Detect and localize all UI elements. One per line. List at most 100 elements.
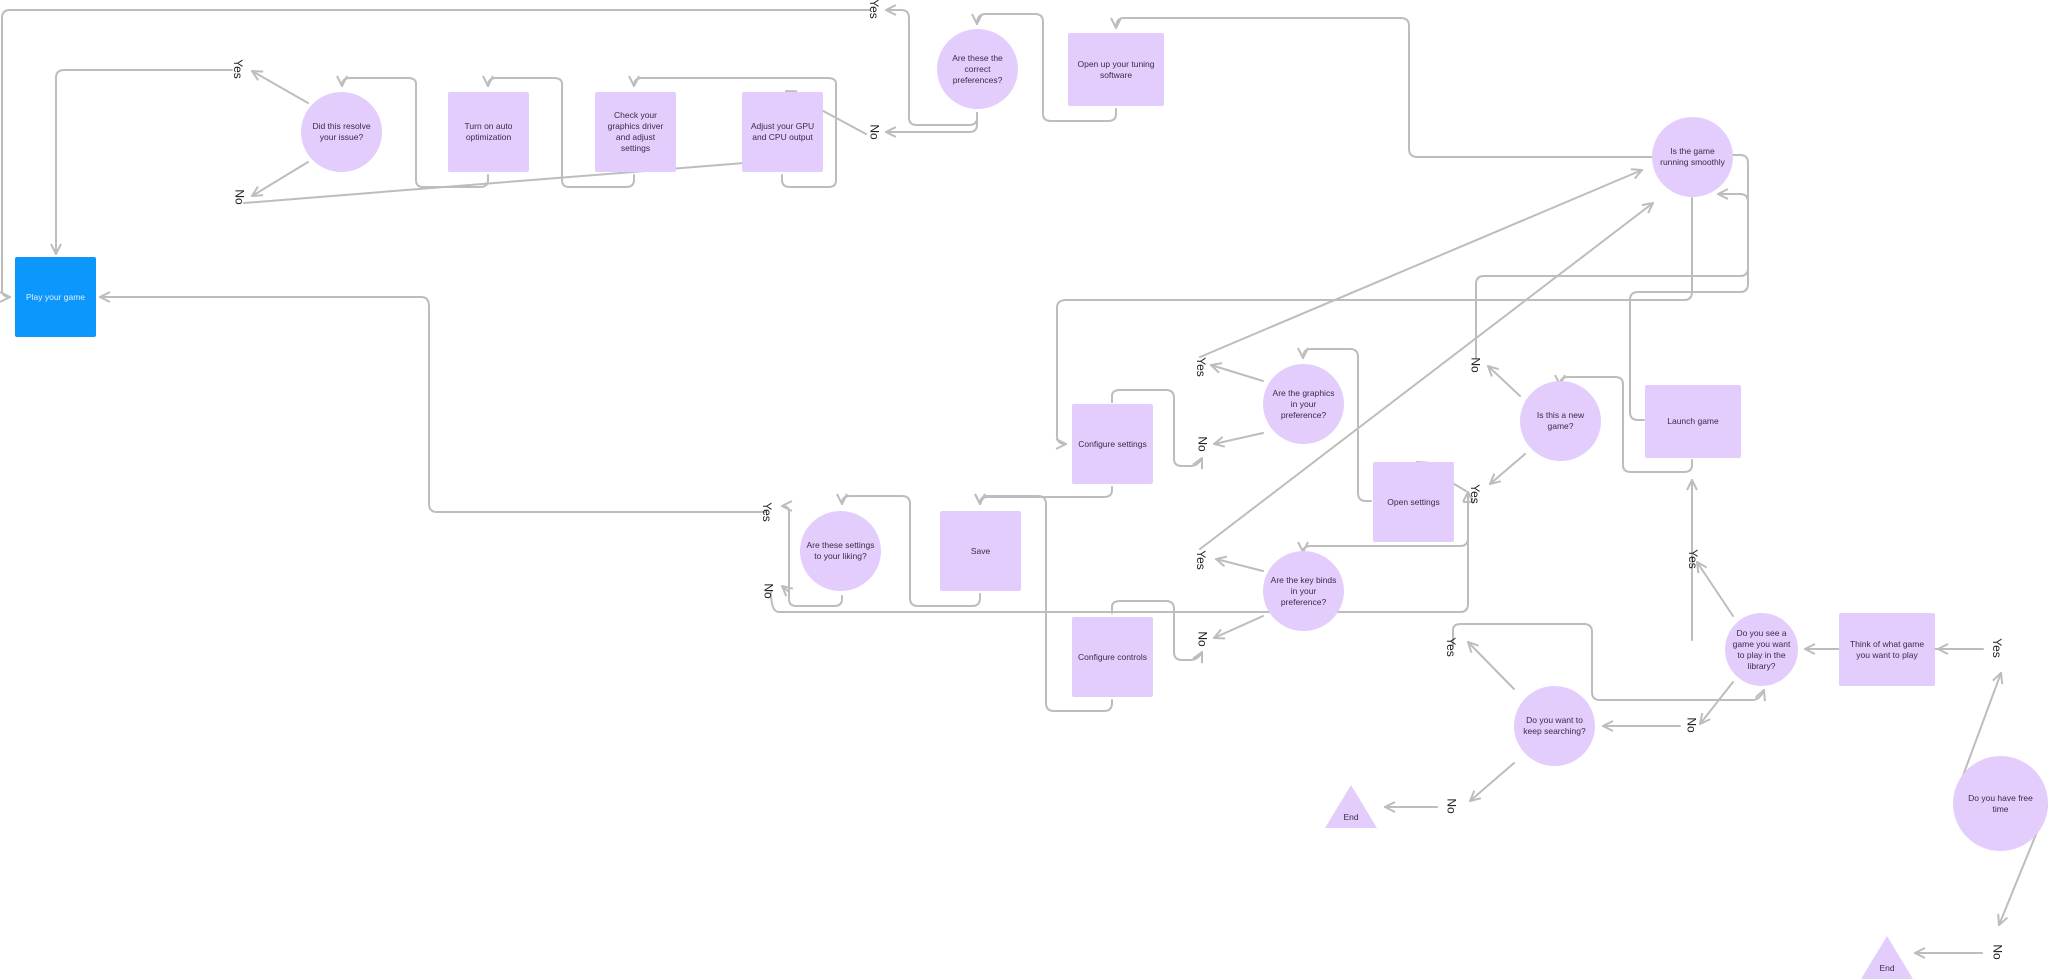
node-label: Is the game running smoothly (1660, 146, 1725, 167)
edge-label-no: No (1468, 357, 1483, 373)
edge-label-no: No (1195, 631, 1210, 647)
node-label: Adjust your GPU and CPU output (750, 121, 815, 142)
node-configure-controls[interactable]: Configure controls (1072, 617, 1153, 697)
connector (1111, 600, 1202, 660)
node-label: Think of what game you want to play (1849, 638, 1925, 660)
edge-label-yes: Yes (1443, 637, 1458, 657)
connector (1111, 389, 1202, 466)
edge-label-no: No (867, 124, 882, 140)
node-label: Do you want to keep searching? (1523, 715, 1586, 736)
connector (488, 78, 635, 188)
edge-label-no: No (761, 583, 776, 599)
connector (634, 78, 837, 188)
edge-label-yes: Yes (230, 59, 245, 79)
connector (1488, 366, 1521, 397)
node-label: Do you have free time (1968, 792, 2033, 814)
node-game-running-smoothly[interactable]: Is the game running smoothly (1652, 117, 1733, 197)
node-configure-settings[interactable]: Configure settings (1072, 404, 1153, 484)
connector (1629, 155, 1749, 421)
node-open-tuning-software[interactable]: Open up your tuning software (1068, 33, 1164, 106)
triangle-shape (1325, 785, 1377, 828)
node-end-2[interactable]: End (1860, 935, 1914, 980)
connector (2, 9, 871, 297)
node-label: Turn on auto optimization (464, 121, 513, 142)
connector (1303, 349, 1372, 502)
connector (1475, 194, 1749, 359)
connector (56, 69, 233, 255)
connector (770, 491, 1468, 613)
edge-label-no: No (1195, 436, 1210, 452)
edge-label-yes: Yes (1193, 357, 1208, 377)
edge-label-yes: Yes (1193, 550, 1208, 570)
edge-label-no: No (1990, 944, 2005, 960)
node-label: Are these the correct preferences? (952, 52, 1003, 85)
node-think-of-game[interactable]: Think of what game you want to play (1839, 613, 1935, 686)
connector (1216, 559, 1264, 572)
node-label: Save (970, 545, 991, 556)
node-label: Play your game (25, 291, 86, 302)
node-launch-game[interactable]: Launch game (1645, 385, 1741, 458)
connector (99, 297, 767, 513)
connector (842, 496, 981, 607)
node-label: Are the key binds in your preference? (1270, 574, 1337, 607)
node-label: Open up your tuning software (1077, 58, 1155, 80)
connector (782, 586, 789, 592)
node-end-1[interactable]: End (1324, 784, 1378, 829)
edge-label-yes: Yes (759, 502, 774, 522)
connector (1468, 642, 1515, 690)
node-correct-preferences[interactable]: Are these the correct preferences? (937, 29, 1018, 109)
edge-label-no: No (232, 189, 247, 205)
node-play-your-game[interactable]: Play your game (15, 257, 96, 337)
triangle-shape (1861, 936, 1913, 979)
node-is-new-game[interactable]: Is this a new game? (1520, 381, 1601, 461)
edge-label-yes: Yes (1989, 638, 2004, 658)
node-see-game-in-library[interactable]: Do you see a game you want to play in th… (1725, 613, 1798, 686)
node-label: Are the graphics in your preference? (1272, 387, 1335, 420)
node-label: End (1343, 812, 1359, 822)
node-save[interactable]: Save (940, 511, 1021, 591)
edge-label-no: No (1684, 717, 1699, 733)
node-label: Check your graphics driver and adjust se… (607, 110, 664, 153)
node-label: Do you see a game you want to play in th… (1732, 627, 1791, 671)
edge-label-yes: Yes (866, 0, 881, 19)
node-label: Configure settings (1078, 438, 1147, 449)
node-label: Did this resolve your issue? (312, 121, 371, 142)
node-label: Open settings (1387, 496, 1440, 507)
node-did-this-resolve[interactable]: Did this resolve your issue? (301, 92, 382, 172)
connector (342, 78, 489, 188)
connector (980, 496, 1113, 712)
node-settings-to-liking[interactable]: Are these settings to your liking? (800, 511, 881, 591)
connector (243, 157, 820, 204)
connector (1214, 432, 1264, 444)
node-key-binds-preference[interactable]: Are the key binds in your preference? (1263, 551, 1344, 631)
node-label: Are these settings to your liking? (806, 540, 875, 561)
connector (977, 13, 1117, 122)
connector (252, 71, 309, 104)
edge-label-yes: Yes (1467, 484, 1482, 504)
connector (1116, 17, 1653, 158)
connector (782, 506, 843, 607)
node-check-graphics-driver[interactable]: Check your graphics driver and adjust se… (595, 92, 676, 172)
node-keep-searching[interactable]: Do you want to keep searching? (1514, 686, 1595, 766)
connector (1214, 615, 1264, 638)
edge-label-no: No (1444, 798, 1459, 814)
connector (1490, 453, 1526, 484)
connector (1560, 377, 1693, 473)
node-adjust-gpu-cpu[interactable]: Adjust your GPU and CPU output (742, 92, 823, 172)
edge-label-yes: Yes (1685, 549, 1700, 569)
connector (1199, 170, 1642, 358)
connector (1470, 762, 1515, 801)
node-graphics-preference[interactable]: Are the graphics in your preference? (1263, 364, 1344, 444)
connector (1199, 203, 1653, 550)
node-label: End (1879, 963, 1895, 973)
connector (252, 161, 309, 196)
node-label: Configure controls (1078, 651, 1147, 662)
connector (1057, 197, 1693, 444)
connector (885, 10, 978, 126)
node-open-settings[interactable]: Open settings (1373, 462, 1454, 542)
connector (1700, 681, 1734, 724)
node-free-time[interactable]: Do you have free time (1953, 756, 2048, 851)
node-turn-on-auto-optimization[interactable]: Turn on auto optimization (448, 92, 529, 172)
